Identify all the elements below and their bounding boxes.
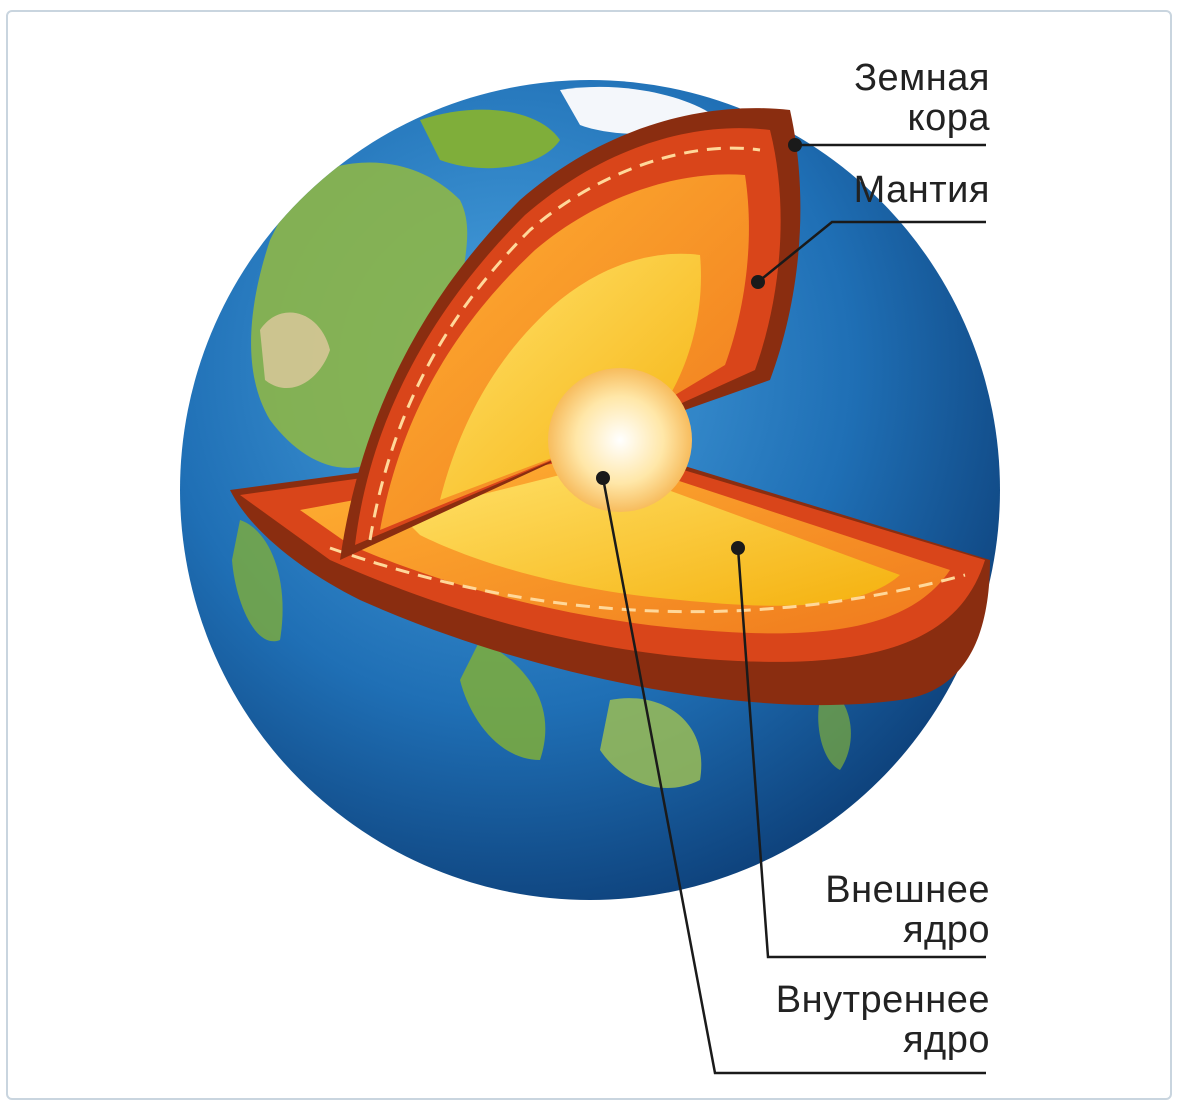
mantle-label-line1: Мантия bbox=[853, 169, 990, 211]
leader-lines bbox=[601, 143, 986, 1075]
outer-core-leader-line bbox=[736, 547, 986, 959]
outer-core-label-line1: Внешнее bbox=[825, 869, 990, 911]
crust-label: Земная кора bbox=[854, 58, 990, 138]
mantle-label: Мантия bbox=[854, 170, 990, 210]
cutaway-upper bbox=[340, 108, 801, 560]
mantle-marker-dot bbox=[751, 275, 765, 289]
inner-core-leader-line bbox=[601, 477, 986, 1075]
inner-core-sphere bbox=[548, 368, 692, 512]
inner-core-label: Внутреннее ядро bbox=[776, 980, 990, 1060]
outer-core-label-line2: ядро bbox=[902, 909, 990, 951]
inner-core-marker-dot bbox=[596, 471, 610, 485]
crust-label-line1: Земная bbox=[854, 57, 990, 99]
crust-marker-dot bbox=[788, 138, 802, 152]
crust-label-line2: кора bbox=[907, 97, 990, 139]
continents bbox=[232, 86, 851, 789]
outer-core-label: Внешнее ядро bbox=[825, 870, 990, 950]
outer-core-marker-dot bbox=[731, 541, 745, 555]
mantle-leader-line bbox=[757, 220, 986, 283]
inner-core-label-line2: ядро bbox=[902, 1019, 990, 1061]
inner-core-label-line1: Внутреннее bbox=[775, 979, 990, 1021]
